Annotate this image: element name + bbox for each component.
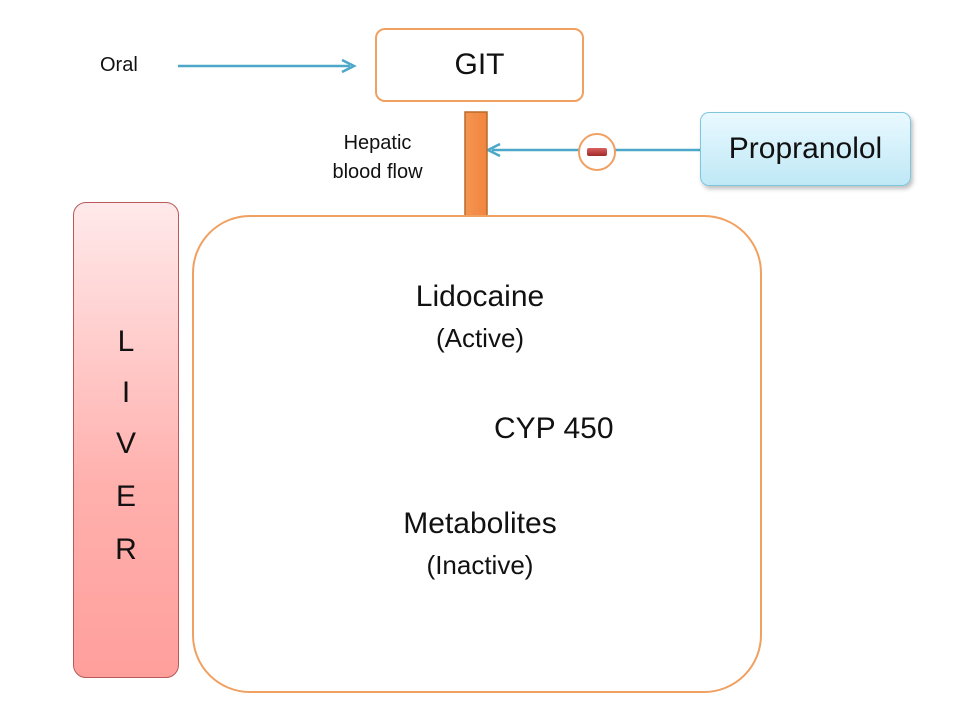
hepatic-flow-label: Hepatic blood flow xyxy=(305,129,450,187)
git-label: GIT xyxy=(454,48,505,81)
liver-letter-i: I xyxy=(121,376,131,409)
liver-compartment xyxy=(192,215,762,693)
liver-label-bar: L I V E R xyxy=(73,202,179,678)
git-box: GIT xyxy=(375,28,584,102)
metabolites-label: Metabolites xyxy=(403,507,557,540)
cyp450-label: CYP 450 xyxy=(494,412,614,445)
liver-letter-r: R xyxy=(115,533,137,566)
oral-to-git-arrow xyxy=(178,58,357,74)
inhibition-marker xyxy=(578,133,616,171)
oral-label: Oral xyxy=(100,54,138,76)
hepatic-flow-line2: blood flow xyxy=(332,161,423,183)
lidocaine-label: Lidocaine xyxy=(415,280,545,313)
metabolites-status: (Inactive) xyxy=(426,550,534,580)
liver-letter-l: L xyxy=(117,325,135,358)
propranolol-box: Propranolol xyxy=(700,112,911,186)
liver-letter-v: V xyxy=(115,427,136,460)
lidocaine-status: (Active) xyxy=(435,323,525,353)
minus-icon xyxy=(587,148,607,156)
propranolol-label: Propranolol xyxy=(728,132,883,165)
liver-letter-e: E xyxy=(115,480,136,513)
hepatic-flow-line1: Hepatic xyxy=(343,132,412,154)
